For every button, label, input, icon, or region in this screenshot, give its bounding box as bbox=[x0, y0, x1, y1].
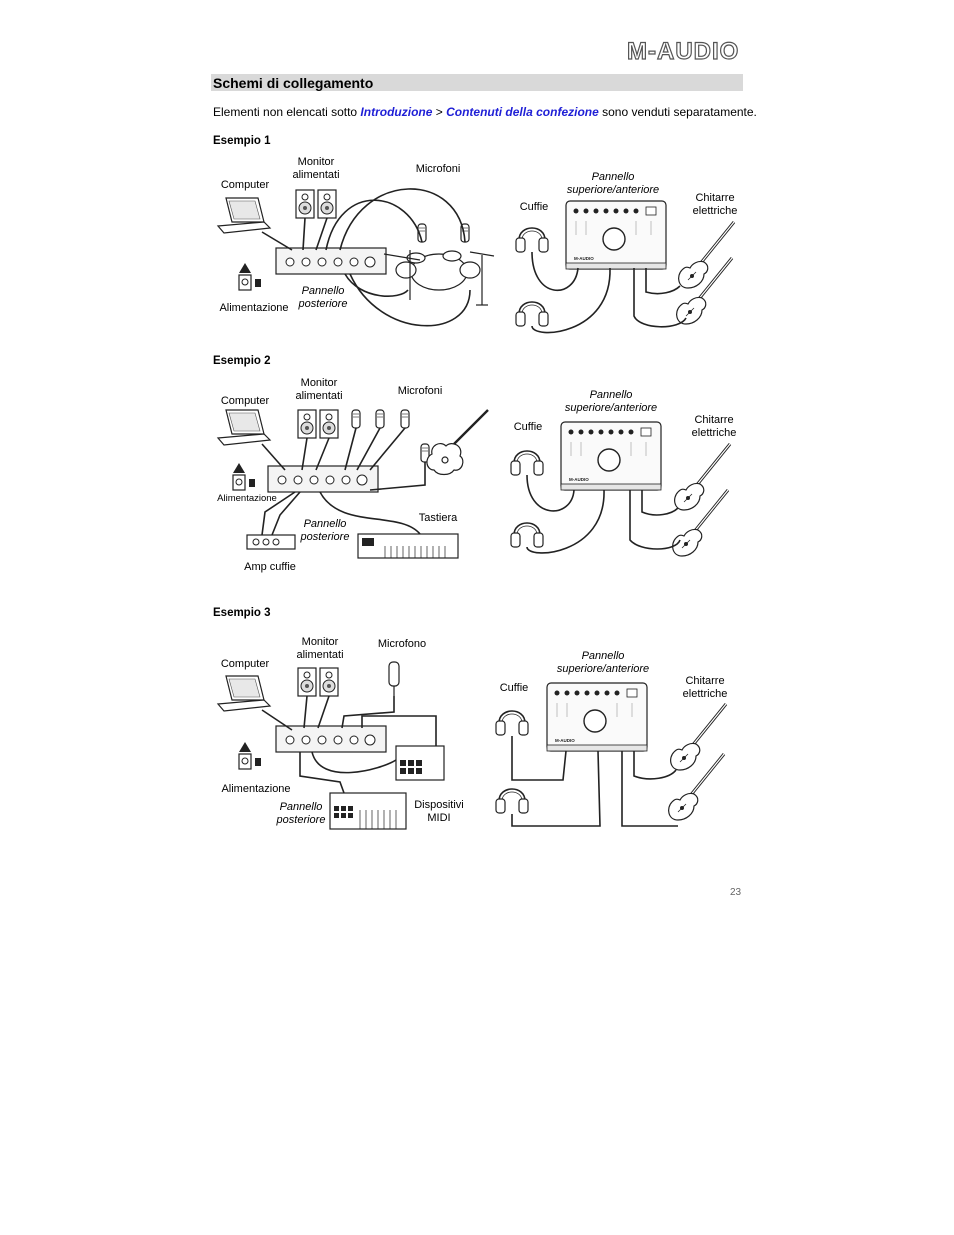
ex1-label-monitors: Monitor alimentati bbox=[292, 156, 340, 181]
ex3-label-mic: Microfono bbox=[377, 638, 427, 650]
ex2-label-mics: Microfoni bbox=[397, 385, 443, 397]
ex3-label-rear-panel: Pannello posteriore bbox=[276, 801, 326, 826]
link-introduzione[interactable]: Introduzione bbox=[360, 105, 433, 119]
ex1-label-guitars: Chitarre elettriche bbox=[692, 192, 738, 217]
intro-text: Elementi non elencati sotto Introduzione… bbox=[213, 105, 757, 119]
ex1-label-rear-panel: Pannello posteriore bbox=[298, 285, 348, 310]
section-bar bbox=[211, 74, 743, 91]
ex1-label-mics: Microfoni bbox=[415, 163, 461, 175]
ex3-label-midi: Dispositivi MIDI bbox=[414, 799, 464, 824]
ex1-label-top-panel: Pannello superiore/anteriore bbox=[566, 171, 660, 196]
ex2-label-headphones: Cuffie bbox=[513, 421, 543, 433]
ex3-label-monitors: Monitor alimentati bbox=[296, 636, 344, 661]
ex3-label-guitars: Chitarre elettriche bbox=[682, 675, 728, 700]
link-contenuti[interactable]: Contenuti della confezione bbox=[446, 105, 599, 119]
ex1-label-computer: Computer bbox=[220, 179, 270, 191]
ex2-label-guitars: Chitarre elettriche bbox=[691, 414, 737, 439]
ex1-label-headphones: Cuffie bbox=[519, 201, 549, 213]
ex3-label-top-panel: Pannello superiore/anteriore bbox=[556, 650, 650, 675]
example-1-title: Esempio 1 bbox=[213, 135, 271, 147]
brand-logo: M-AUDIO bbox=[626, 37, 740, 65]
section-title: Schemi di collegamento bbox=[213, 75, 374, 91]
page-number: 23 bbox=[730, 887, 742, 898]
ex3-label-headphones: Cuffie bbox=[499, 682, 529, 694]
ex2-label-power: Alimentazione bbox=[217, 493, 277, 504]
intro-after: sono venduti separatamente. bbox=[598, 105, 757, 119]
example-3-title: Esempio 3 bbox=[213, 607, 271, 619]
ex1-label-power: Alimentazione bbox=[219, 302, 289, 314]
intro-before: Elementi non elencati sotto bbox=[213, 105, 361, 119]
example-2-title: Esempio 2 bbox=[213, 355, 271, 367]
ex2-label-computer: Computer bbox=[220, 395, 270, 407]
ex2-label-headphone-amp: Amp cuffie bbox=[244, 561, 296, 573]
ex3-label-power: Alimentazione bbox=[221, 783, 291, 795]
ex2-label-rear-panel: Pannello posteriore bbox=[300, 518, 350, 543]
intro-sep: > bbox=[432, 105, 447, 119]
ex2-label-monitors: Monitor alimentati bbox=[295, 377, 343, 402]
ex2-label-keyboard: Tastiera bbox=[418, 512, 458, 524]
ex2-label-top-panel: Pannello superiore/anteriore bbox=[564, 389, 658, 414]
ex3-label-computer: Computer bbox=[220, 658, 270, 670]
